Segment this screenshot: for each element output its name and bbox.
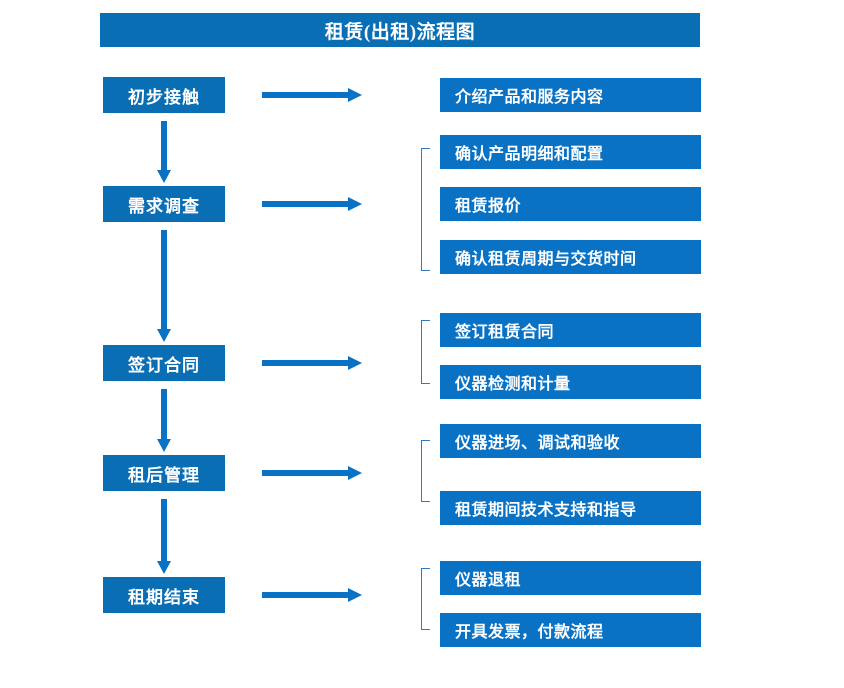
detail-box-3[interactable]: 租赁报价 [440, 187, 701, 221]
detail-box-1[interactable]: 介绍产品和服务内容 [440, 78, 701, 112]
stage-box-5[interactable]: 租期结束 [103, 577, 225, 613]
detail-box-8[interactable]: 租赁期间技术支持和指导 [440, 491, 701, 525]
bracket-group-4 [421, 440, 430, 502]
stage-box-2[interactable]: 需求调查 [103, 186, 225, 222]
detail-box-7[interactable]: 仪器进场、调试和验收 [440, 424, 701, 458]
page-title: 租赁(出租)流程图 [100, 13, 700, 47]
detail-box-10[interactable]: 开具发票，付款流程 [440, 613, 701, 647]
stage-box-1[interactable]: 初步接触 [103, 77, 225, 113]
detail-box-4[interactable]: 确认租赁周期与交货时间 [440, 240, 701, 274]
stage-box-4[interactable]: 租后管理 [103, 455, 225, 491]
bracket-group-5 [421, 568, 430, 630]
vertical-arrow-1 [155, 121, 173, 183]
horizontal-arrow-5 [262, 586, 362, 604]
detail-box-9[interactable]: 仪器退租 [440, 561, 701, 595]
bracket-group-3 [421, 320, 430, 384]
horizontal-arrow-3 [262, 354, 362, 372]
detail-box-6[interactable]: 仪器检测和计量 [440, 365, 701, 399]
horizontal-arrow-1 [262, 86, 362, 104]
detail-box-2[interactable]: 确认产品明细和配置 [440, 135, 701, 169]
vertical-arrow-3 [155, 389, 173, 452]
bracket-group-2 [421, 148, 430, 271]
horizontal-arrow-4 [262, 464, 362, 482]
detail-box-5[interactable]: 签订租赁合同 [440, 313, 701, 347]
vertical-arrow-4 [155, 499, 173, 574]
stage-box-3[interactable]: 签订合同 [103, 345, 225, 381]
horizontal-arrow-2 [262, 195, 362, 213]
vertical-arrow-2 [155, 230, 173, 342]
